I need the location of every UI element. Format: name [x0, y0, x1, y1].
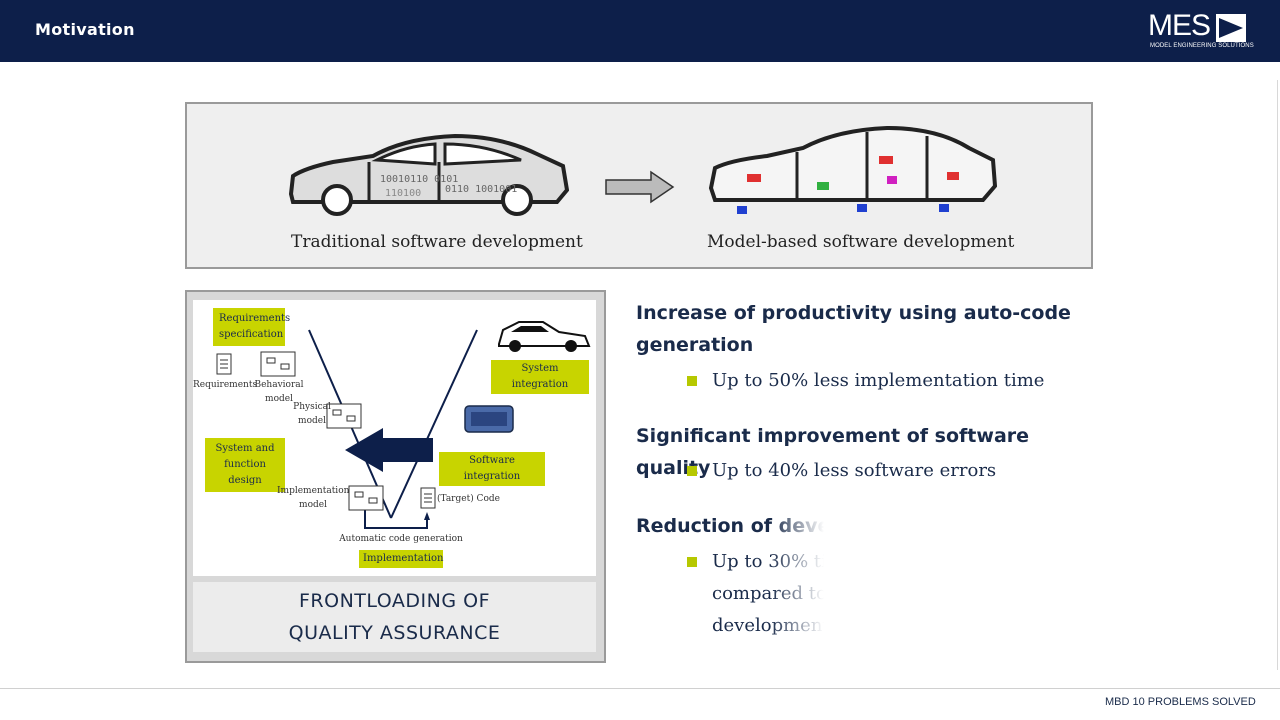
item-target-code: (Target) Code [437, 494, 500, 504]
item-auto-code-generation: Automatic code generation [339, 534, 463, 544]
transition-fade-overlay [770, 505, 890, 655]
footer-divider [0, 688, 1280, 689]
bullet-square-icon [687, 466, 697, 476]
logo-triangle-icon [1216, 14, 1246, 42]
item-physical-model: Physical model [293, 402, 331, 426]
bullet-square-icon [687, 376, 697, 386]
caption-line-2: QUALITY ASSURANCE [288, 622, 501, 644]
svg-text:0110 1001001: 0110 1001001 [445, 184, 517, 195]
label-software-integration: Software integration [439, 452, 545, 486]
mes-logo: MES MODEL ENGINEERING SOLUTIONS [1148, 9, 1258, 54]
edge-divider [1277, 80, 1278, 670]
header-bar: Motivation MES MODEL ENGINEERING SOLUTIO… [0, 0, 1280, 62]
item-implementation-model: Implementation model [277, 486, 350, 510]
logo-text: MES [1148, 9, 1211, 42]
point-1-bullet: Up to 50% less implementation time [712, 370, 1045, 391]
v-model-diagram: Requirements specification System and fu… [193, 300, 596, 576]
slide-title: Motivation [35, 20, 135, 39]
comparison-panel: 10010110 0101 0110 1001001 110100 Tradit… [185, 102, 1093, 269]
model-based-caption: Model-based software development [707, 232, 1015, 252]
v-model-panel: Requirements specification System and fu… [185, 290, 606, 663]
point-1-heading: Increase of productivity using auto-code… [636, 302, 1071, 356]
item-behavioral-model: Behavioral model [254, 380, 304, 404]
label-requirements-specification: Requirements specification [213, 308, 290, 346]
label-implementation: Implementation [359, 550, 443, 568]
svg-text:10010110 0101: 10010110 0101 [380, 174, 458, 185]
car-binary-code-icon: 10010110 0101 0110 1001001 110100 [288, 133, 569, 216]
arrow-right-icon [605, 170, 675, 204]
v-model-lines [216, 321, 591, 529]
traditional-caption: Traditional software development [291, 232, 583, 252]
caption-line-1: FRONTLOADING OF [298, 590, 491, 612]
label-system-integration: System integration [491, 360, 589, 394]
footer-text: MBD 10 PROBLEMS SOLVED [1105, 696, 1256, 708]
car-model-diagram-icon [708, 126, 997, 214]
item-requirements: Requirements [193, 380, 258, 390]
svg-text:110100: 110100 [385, 188, 421, 199]
logo-subtext: MODEL ENGINEERING SOLUTIONS [1150, 43, 1254, 49]
bullet-square-icon [687, 557, 697, 567]
point-2-bullet: Up to 40% less software errors [712, 460, 997, 481]
label-system-function-design: System and function design [205, 438, 285, 492]
frontloading-caption: FRONTLOADING OF QUALITY ASSURANCE [193, 582, 596, 652]
